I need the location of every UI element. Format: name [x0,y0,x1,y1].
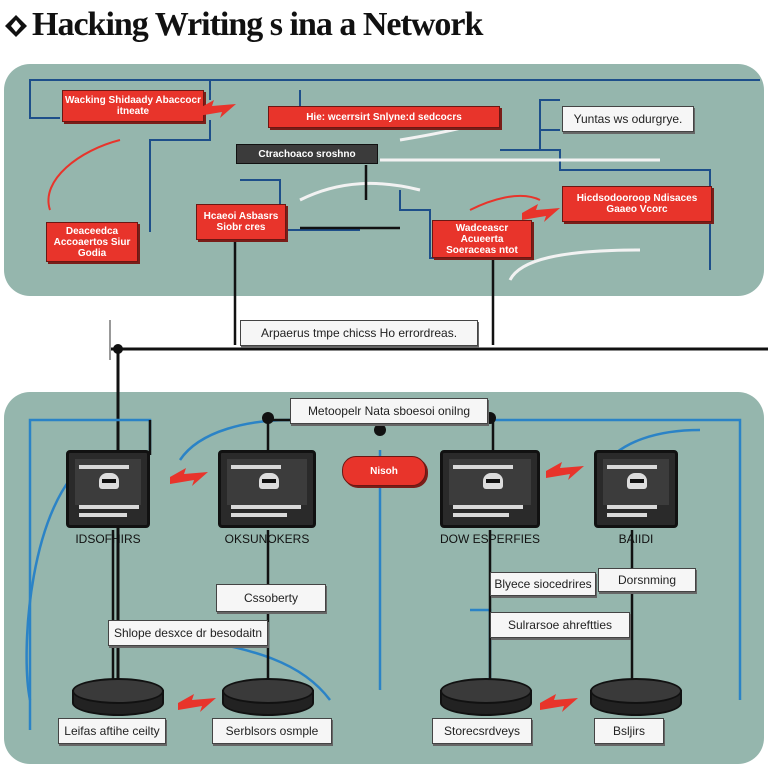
lightning-bolt-icon [198,100,236,118]
device-label-1: IDSOFHIRS [75,532,141,546]
device-label-3: DOW ESPERFIES [439,532,540,546]
hacker-terminal-3 [440,450,540,528]
disk-label-2: Serblsors osmple [212,718,332,744]
hacker-terminal-1 [66,450,150,528]
attack-node-2: Hie: wcerrsirt Snlyne:d sedcocrs [268,106,500,128]
disk-label-1: Leifas aftihe ceilty [58,718,166,744]
mid-label-5: Sulrarsoe ahreftties [490,612,630,638]
database-disk-4 [590,678,682,718]
page-title: Hacking Writing s ina a Network [32,6,483,43]
lightning-bolt-icon [546,462,584,480]
attack-node-1: Wacking Shidaady Abaccocr itneate [62,90,204,122]
connector-label: Arpaerus tmpe chicss Ho errordreas. [240,320,478,346]
disk-label-3: Storecsrdveys [432,718,532,744]
center-badge: Nisoh [342,456,426,486]
attack-node-6: Hicdsodooroop Ndisaces Gaaeo Vcorc [562,186,712,222]
network-label: Metoopelr Nata sboesoi onilng [290,398,488,424]
legend-label: Yuntas ws odurgrye. [562,106,694,132]
device-label-4: BAIIDI [618,532,654,546]
lightning-bolt-icon [178,694,216,712]
lightning-bolt-icon [522,204,560,222]
mid-label-4: Dorsnming [598,568,696,592]
device-label-2: OKSUNOKERS [224,532,310,546]
mid-label-3: Blyece siocedrires [490,572,596,596]
hacker-terminal-2 [218,450,316,528]
gateway-bar: Ctrachoaco sroshno [236,144,378,164]
lightning-bolt-icon [540,694,578,712]
mid-label-2: Shlope desxce dr besodaitn [108,620,268,646]
disk-label-4: Bsljirs [594,718,664,744]
attack-node-3: Deaceedca Accoaertos Siur Godia [46,222,138,262]
mid-label-1: Cssoberty [216,584,326,612]
attack-node-4: Hcaeoi Asbasrs Siobr cres [196,204,286,240]
database-disk-2 [222,678,314,718]
hacker-terminal-4 [594,450,678,528]
database-disk-3 [440,678,532,718]
lightning-bolt-icon [170,468,208,486]
diamond-logo-icon [5,15,27,37]
database-disk-1 [72,678,164,718]
attack-node-5: Wadceascr Acueerta Soeraceas ntot [432,220,532,258]
